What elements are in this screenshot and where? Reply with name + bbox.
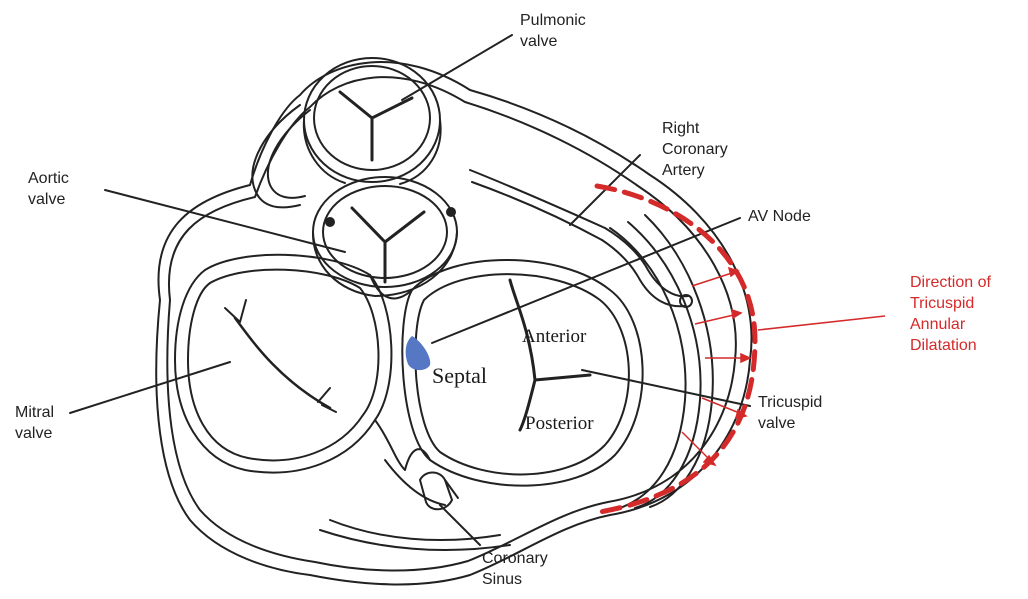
arrowhead <box>741 354 750 362</box>
label-posterior-leaflet: Posterior <box>525 413 594 435</box>
aortic-ostium-right <box>447 208 455 216</box>
label-line: Dilatation <box>910 335 991 356</box>
arrow-right-icon <box>692 272 735 286</box>
bottom-stripes <box>320 520 510 550</box>
label-line: Direction of <box>910 272 991 293</box>
av-groove-strip-2 <box>628 222 701 508</box>
label-line: valve <box>15 423 54 444</box>
aortic-ostium-left <box>326 218 334 226</box>
label-line: Septal <box>432 364 487 388</box>
label-av-node: AV Node <box>748 206 811 227</box>
label-line: Sinus <box>482 569 548 590</box>
label-pulmonic-valve: Pulmonic valve <box>520 10 586 52</box>
arrowhead <box>732 310 741 318</box>
right-coronary-artery-2 <box>472 182 602 240</box>
label-line: Right <box>662 118 728 139</box>
right-coronary-artery <box>470 170 605 228</box>
label-anterior-leaflet: Anterior <box>522 326 586 348</box>
label-line: Pulmonic <box>520 10 586 31</box>
label-direction-of-dilatation: Direction of Tricuspid Annular Dilatatio… <box>910 272 991 356</box>
label-line: Aortic <box>28 168 69 189</box>
coronary-sinus-tube <box>420 473 452 510</box>
mitral-coaptation <box>235 318 330 408</box>
label-tricuspid-valve: Tricuspid valve <box>758 392 822 434</box>
label-line: Tricuspid <box>758 392 822 413</box>
label-right-coronary-artery: Right Coronary Artery <box>662 118 728 181</box>
label-line: valve <box>520 31 586 52</box>
label-line: Artery <box>662 160 728 181</box>
dilatation-arrows <box>682 268 750 465</box>
leader-direction <box>758 316 885 330</box>
label-line: valve <box>758 413 822 434</box>
label-line: AV Node <box>748 206 811 227</box>
label-mitral-valve: Mitral valve <box>15 402 54 444</box>
label-coronary-sinus: Coronary Sinus <box>482 548 548 590</box>
leader-mitral <box>70 362 230 413</box>
av-groove-strip-3 <box>645 215 713 507</box>
label-line: Tricuspid <box>910 293 991 314</box>
label-line: Mitral <box>15 402 54 423</box>
leader-aortic <box>105 190 345 252</box>
label-line: Anterior <box>522 326 586 348</box>
pulmonic-commissures <box>340 92 412 160</box>
label-line: Coronary <box>662 139 728 160</box>
leader-av-node <box>432 218 740 343</box>
label-septal-leaflet: Septal <box>432 364 487 388</box>
label-line: Annular <box>910 314 991 335</box>
label-line: Coronary <box>482 548 548 569</box>
leader-tricuspid <box>582 370 750 406</box>
mitral-cleft-1 <box>225 300 336 412</box>
rca-branch-2 <box>602 240 685 306</box>
label-line: valve <box>28 189 69 210</box>
av-node-marker <box>406 336 431 370</box>
label-aortic-valve: Aortic valve <box>28 168 69 210</box>
coronary-sinus-line <box>445 480 458 498</box>
label-line: Posterior <box>525 413 594 435</box>
tricuspid-coaptation <box>510 280 590 430</box>
arrow-right-icon <box>695 314 738 324</box>
lower-cusp <box>385 460 445 505</box>
mitral-annulus-inner <box>188 270 378 461</box>
